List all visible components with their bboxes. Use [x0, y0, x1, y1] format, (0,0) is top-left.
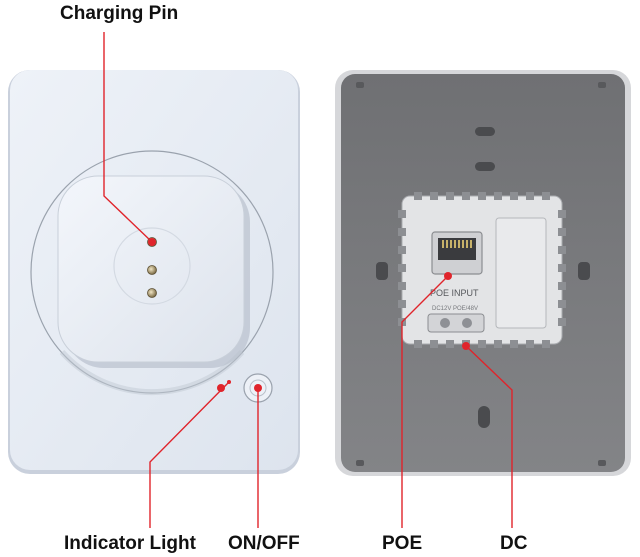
label-on-off: ON/OFF — [228, 533, 300, 554]
dc-terminal-block — [427, 313, 485, 333]
charging-pin-3 — [147, 288, 157, 298]
front-plate — [8, 70, 300, 474]
label-charging-pin: Charging Pin — [60, 3, 179, 24]
port-subcaption: DC12V POE/48V — [432, 306, 478, 312]
label-poe: POE — [382, 533, 423, 554]
charging-pin-2 — [147, 265, 157, 275]
mount-slot-upper — [475, 162, 495, 171]
back-plate: POE INPUT DC12V POE/48V — [335, 70, 631, 476]
pin-recess — [113, 227, 191, 305]
mount-slot-top — [475, 127, 495, 136]
callout-dots — [148, 238, 470, 392]
back-module: POE INPUT DC12V POE/48V — [398, 192, 566, 348]
label-dc: DC — [500, 533, 528, 554]
callout-lines — [103, 32, 513, 528]
label-indicator-light: Indicator Light — [64, 533, 196, 554]
port-caption: POE INPUT — [430, 288, 479, 298]
mount-slot-bottom — [478, 406, 490, 428]
